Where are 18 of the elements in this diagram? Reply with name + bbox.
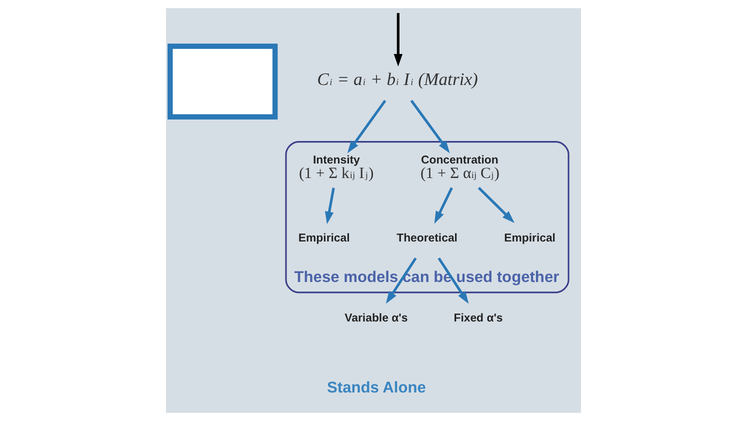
node-text: Empirical (504, 232, 555, 244)
node-text: Theoretical (396, 232, 457, 244)
arrow (393, 13, 402, 66)
label: Stands Alone (326, 380, 426, 397)
arrow (477, 186, 514, 224)
arrow (410, 100, 450, 154)
node-text: Fixed α's (453, 312, 502, 324)
arrow (437, 257, 468, 304)
arrow (324, 188, 334, 224)
node-text: Intensity (1 + Σ kij Ij) (298, 154, 374, 182)
arrow (434, 187, 452, 224)
node-text: Concentration (1 + Σ αij Cj) (420, 154, 499, 182)
node-box (167, 44, 278, 120)
arrow (346, 100, 386, 154)
node-text: Ci = ai + bi Ii (Matrix) (316, 68, 478, 89)
node-text: Variable α's (344, 312, 408, 324)
node-text: Empirical (298, 232, 350, 244)
arrow (385, 257, 416, 304)
